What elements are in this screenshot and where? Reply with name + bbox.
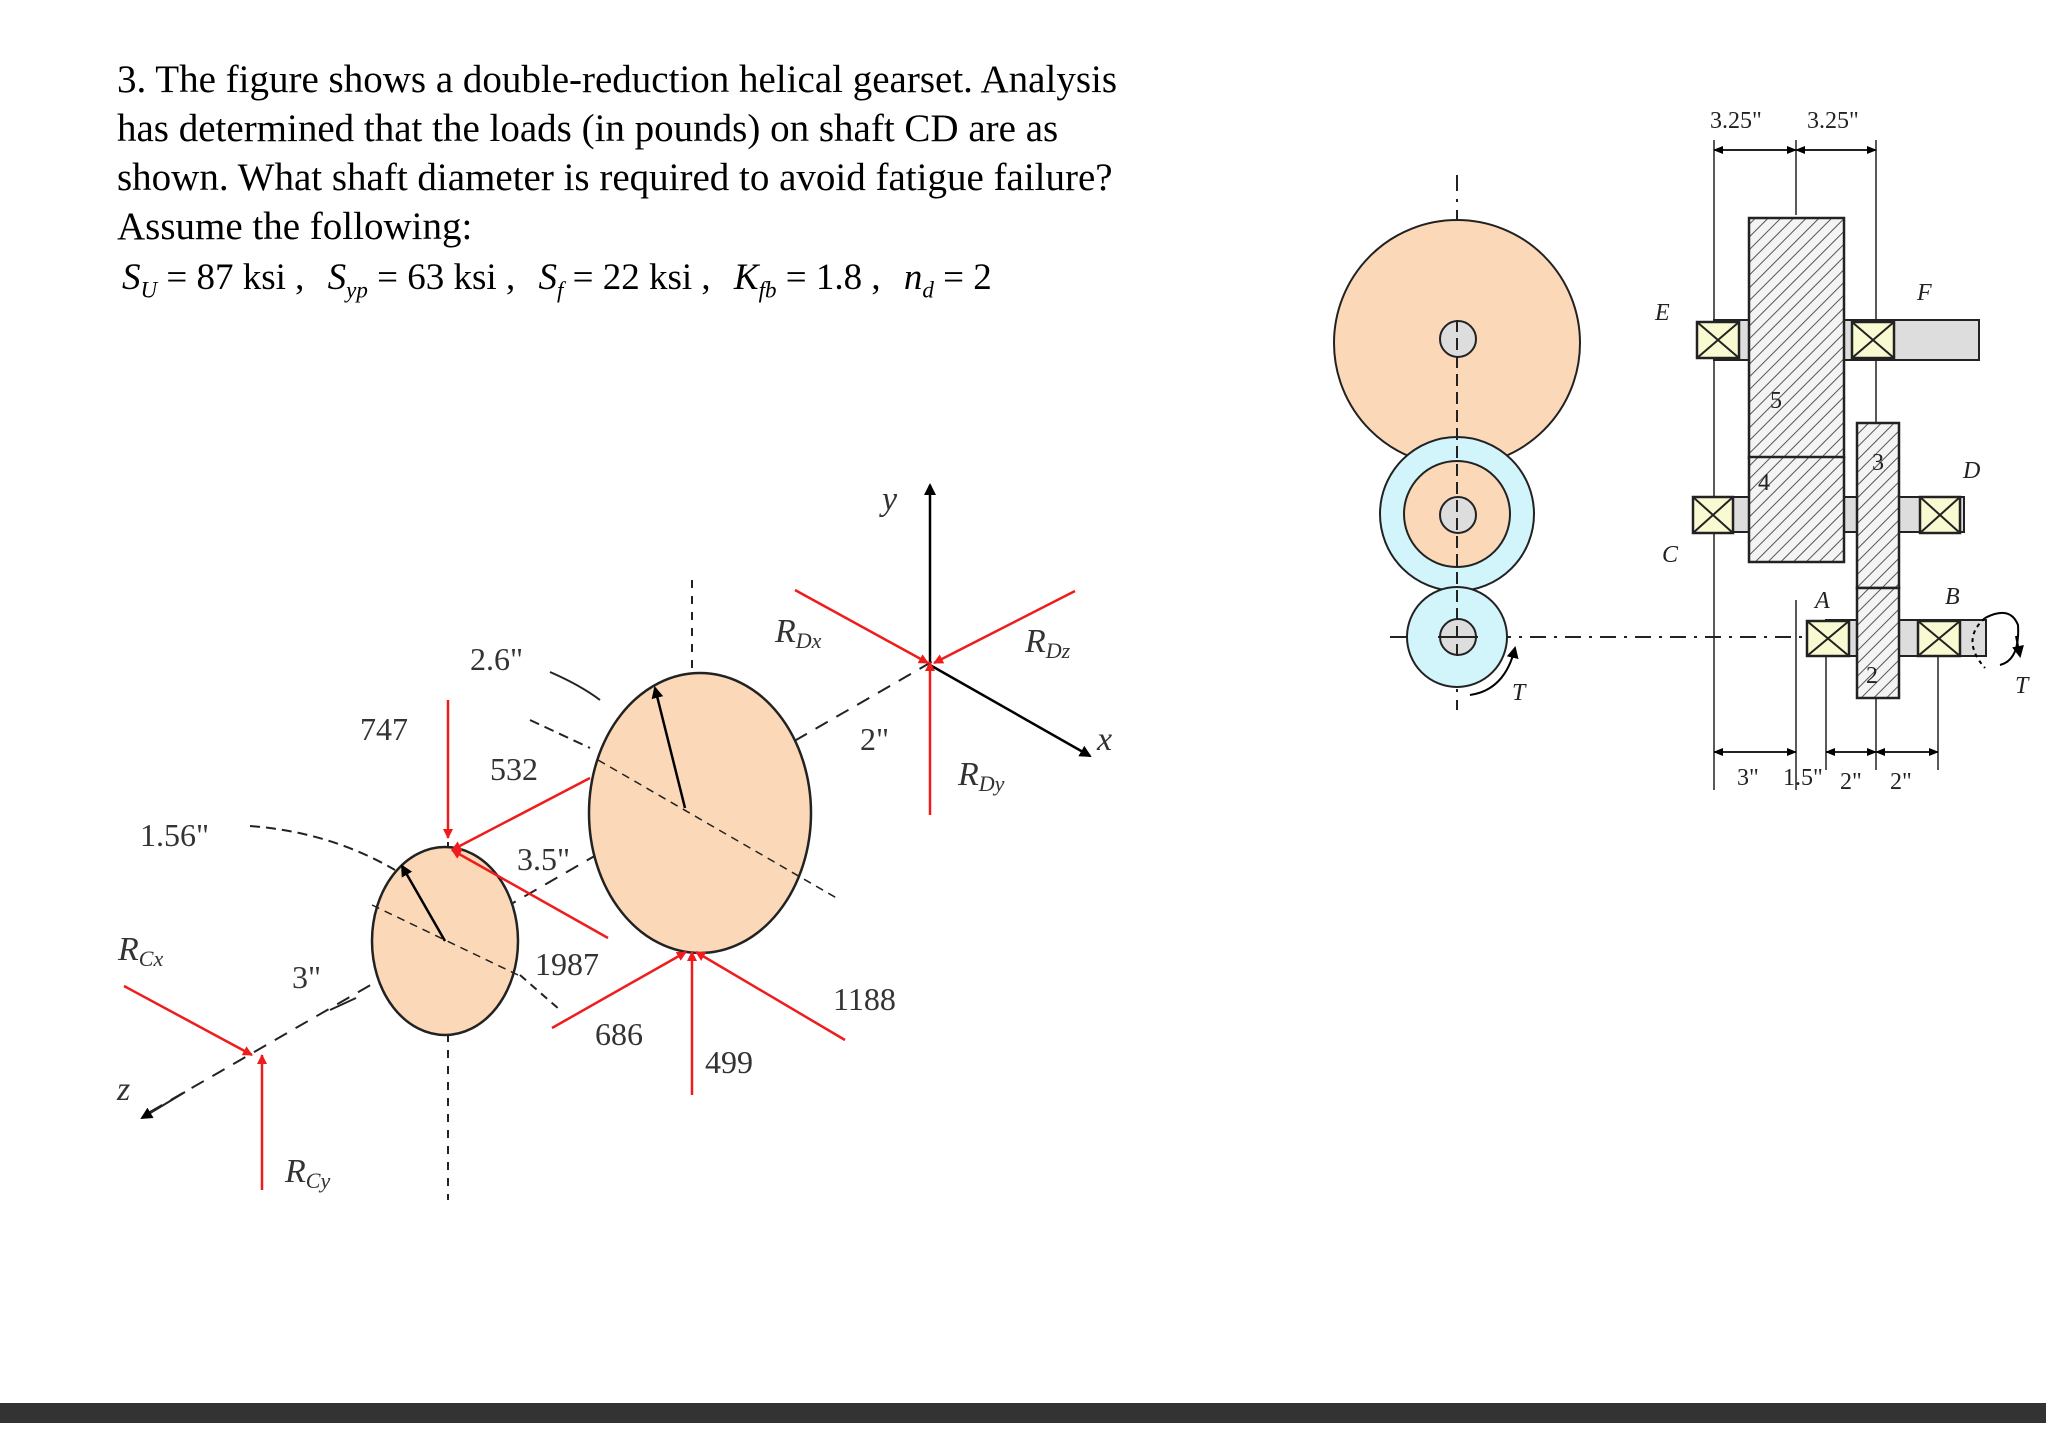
reaction-label-rcy: RCy	[284, 1153, 330, 1193]
given-values: SU = 87 ksi , Syp = 63 ksi , Sf = 22 ksi…	[122, 256, 1006, 303]
given-syp: Syp = 63 ksi ,	[327, 257, 516, 303]
force-1987-arrow	[451, 848, 609, 940]
dimension-label: 1.56"	[140, 817, 209, 853]
bearing-label-f: F	[1916, 280, 1932, 306]
reaction-label-rcx: RCx	[117, 931, 163, 971]
problem-line: has determined that the loads (in pounds…	[117, 107, 1059, 150]
hub-4	[1439, 496, 1477, 534]
axis-label-z: z	[116, 1071, 130, 1108]
dimension-label: 2"	[1840, 769, 1862, 795]
gear-label-2: 2	[1866, 663, 1878, 689]
bearing-label-e: E	[1654, 300, 1670, 326]
axis-label-x: x	[1096, 721, 1112, 758]
gear-3-side	[1855, 421, 1901, 590]
force-rcx-arrow	[123, 984, 253, 1057]
dimension-label: 3.25"	[1710, 108, 1762, 134]
given-sf: Sf = 22 ksi ,	[538, 257, 711, 303]
z-axis-arrow	[140, 1091, 186, 1120]
axis-label-y: y	[879, 481, 898, 518]
large-gear	[587, 671, 813, 955]
bearing-label-a: A	[1813, 588, 1830, 614]
torque-label: T	[1512, 680, 1527, 706]
dimension-label: 1.5"	[1783, 765, 1823, 791]
force-rdx-arrow	[794, 588, 929, 665]
x-axis-arrow	[929, 663, 1092, 758]
problem-statement: 3. The figure shows a double-reduction h…	[117, 55, 1297, 251]
bearing-a	[1805, 619, 1851, 658]
force-686-arrow	[551, 950, 687, 1030]
given-kfb: Kfb = 1.8 ,	[733, 257, 881, 303]
dimension-label: 3"	[1737, 765, 1759, 791]
gear-5-side	[1747, 216, 1846, 460]
gear-radius-line	[400, 864, 447, 942]
bearing-label-c: C	[1662, 542, 1679, 568]
force-rdz-arrow	[933, 589, 1076, 665]
load-label: 747	[360, 711, 408, 747]
dimension-label: 2"	[860, 721, 889, 757]
dimension-line	[329, 997, 357, 1011]
force-532-arrow	[451, 776, 591, 852]
load-label: 686	[595, 1016, 643, 1052]
gear-label-4: 4	[1758, 470, 1770, 496]
dimension-line	[529, 719, 591, 749]
gearset-side-view: 3.25" 3.25" 3" 1.5" 2" 2"	[1654, 108, 2030, 795]
dimension-label: 3.25"	[1807, 108, 1859, 134]
gear-label-3: 3	[1872, 450, 1884, 476]
torque-label: T	[2015, 673, 2030, 699]
dimension-line	[249, 825, 396, 871]
load-label: 1987	[535, 946, 599, 982]
gear-2-side	[1855, 586, 1901, 700]
reaction-label-rdx: RDx	[774, 613, 822, 653]
torque-arrow	[1984, 611, 2020, 666]
given-su: SU = 87 ksi ,	[122, 257, 305, 303]
load-label: 499	[705, 1044, 753, 1080]
gear-label-5: 5	[1770, 388, 1782, 414]
torque-arrow	[1971, 617, 1986, 669]
dimension-line	[549, 671, 601, 701]
dimension-label: 2.6"	[470, 641, 523, 677]
load-label: 532	[490, 751, 538, 787]
reaction-label-rdz: RDz	[1024, 623, 1071, 663]
torque-arrow	[1469, 646, 1519, 696]
gear-train-front-view: T	[1333, 175, 1985, 710]
bearing-d	[1918, 495, 1962, 535]
bearing-e	[1695, 320, 1741, 360]
problem-line: Assume the following:	[117, 205, 473, 248]
gear-4-side	[1747, 455, 1846, 564]
bottom-border	[0, 1403, 2046, 1423]
dimension-label: 2"	[1890, 769, 1912, 795]
force-1188-arrow	[695, 950, 846, 1042]
problem-line: shown. What shaft diameter is required t…	[117, 156, 1113, 199]
gear-centerline	[597, 759, 841, 901]
torque-arrow	[2012, 635, 2024, 658]
dimension-label: 3"	[292, 959, 321, 995]
reaction-label-rdy: RDy	[957, 756, 1005, 796]
given-nd: nd = 2	[903, 257, 992, 303]
shaft-free-body-diagram: 1.56" 2.6" 3.5" 3" 2" 747 532 1987 686 4…	[116, 481, 1112, 1200]
gear-radius-line	[651, 686, 687, 809]
problem-line: 3. The figure shows a double-reduction h…	[117, 58, 1118, 101]
load-label: 1188	[833, 981, 896, 1017]
shaft-axis	[149, 659, 936, 1113]
bearing-b	[1916, 619, 1962, 658]
bearing-f	[1850, 320, 1896, 360]
dimension-label: 3.5"	[517, 841, 570, 877]
bearing-label-d: D	[1962, 458, 1980, 484]
dimension-line	[519, 974, 561, 1011]
bearing-c	[1691, 495, 1735, 535]
bearing-label-b: B	[1945, 584, 1960, 610]
